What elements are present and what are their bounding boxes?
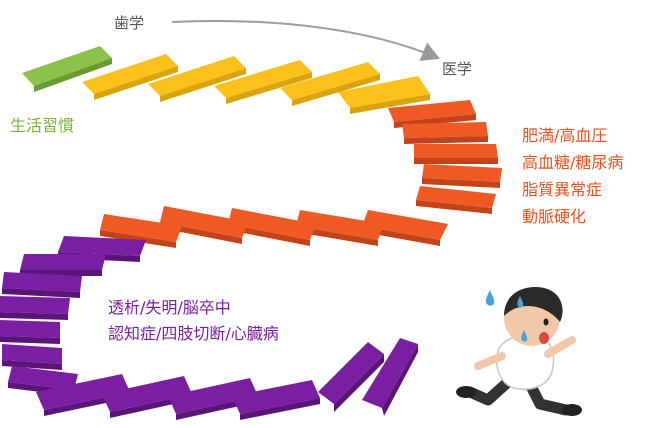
domino-purple xyxy=(36,374,130,410)
domino-orange xyxy=(296,210,384,240)
domino-orange-side xyxy=(296,226,378,246)
label-metabolic-conditions: 肥満/高血圧 高血糖/糖尿病 脂質異常症 動脈硬化 xyxy=(522,122,623,230)
domino-yellow xyxy=(82,54,178,94)
domino-orange-side xyxy=(416,200,492,214)
domino-orange-side xyxy=(414,158,498,164)
domino-yellow xyxy=(148,56,246,96)
domino-yellow-side xyxy=(160,68,246,102)
domino-purple-standing xyxy=(362,338,418,408)
person-eye xyxy=(543,318,549,326)
condition-line: 認知症/四肢切断/心臓病 xyxy=(108,324,279,343)
domino-purple-side xyxy=(2,360,62,370)
domino-yellow xyxy=(214,60,312,98)
domino-purple-side xyxy=(240,398,320,420)
domino-yellow-side xyxy=(94,66,178,100)
person-leg-right xyxy=(524,378,572,416)
person-mouth xyxy=(539,332,549,344)
sweat-drop-icon xyxy=(517,296,524,308)
domino-purple-side xyxy=(0,336,60,344)
condition-line: 肥満/高血圧 xyxy=(522,126,608,145)
domino-curve-right xyxy=(388,100,502,214)
domino-purple xyxy=(102,376,192,412)
domino-orange xyxy=(416,186,496,208)
domino-green-side xyxy=(34,58,112,92)
domino-orange xyxy=(100,214,182,242)
sweat-drop-icon xyxy=(521,330,528,342)
domino-purple-standing-side xyxy=(382,344,418,416)
person-shoe-right xyxy=(562,404,582,416)
domino-orange xyxy=(362,210,448,240)
domino-purple xyxy=(58,236,146,256)
domino-purple xyxy=(168,378,258,414)
condition-line: 透析/失明/脳卒中 xyxy=(108,298,231,317)
domino-yellow-side xyxy=(292,74,380,106)
person-leg-left xyxy=(464,376,514,406)
person-hair xyxy=(504,287,563,322)
domino-yellow xyxy=(338,76,430,108)
domino-purple-side xyxy=(0,312,68,320)
condition-line: 高血糖/糖尿病 xyxy=(522,153,624,172)
domino-purple xyxy=(2,272,82,292)
person-shoe-left xyxy=(456,386,476,398)
domino-purple xyxy=(2,344,62,364)
domino-purple xyxy=(8,366,78,390)
domino-orange xyxy=(160,206,248,238)
condition-line: 脂質異常症 xyxy=(522,180,603,199)
domino-purple-tipping-side xyxy=(334,354,384,412)
domino-yellow xyxy=(280,62,380,100)
domino-row-middle xyxy=(100,206,448,248)
progress-arrow xyxy=(171,19,440,61)
condition-line: 動脈硬化 xyxy=(522,207,587,226)
domino-purple xyxy=(20,254,106,270)
domino-purple xyxy=(0,320,60,338)
label-severe-conditions: 透析/失明/脳卒中 認知症/四肢切断/心臓病 xyxy=(108,295,279,347)
domino-row-bottom xyxy=(36,338,418,420)
sweat-drop-icon xyxy=(485,290,495,306)
label-dental-science: 歯学 xyxy=(114,14,145,32)
domino-orange xyxy=(422,164,502,182)
domino-orange-side xyxy=(422,178,500,188)
label-lifestyle-habits: 生活習慣 xyxy=(10,116,75,135)
domino-purple-side xyxy=(2,288,80,298)
person-arm-right xyxy=(544,336,576,358)
domino-curve-left xyxy=(0,236,146,396)
domino-orange-side xyxy=(362,226,440,246)
domino-orange-side xyxy=(100,230,176,248)
domino-green xyxy=(22,46,112,86)
domino-orange-side xyxy=(404,136,488,144)
domino-yellow-side xyxy=(350,94,430,114)
fleeing-person-icon xyxy=(456,287,582,416)
domino-orange xyxy=(402,122,488,138)
person-arm-left xyxy=(474,352,506,370)
domino-orange xyxy=(388,100,476,122)
domino-orange xyxy=(414,144,498,158)
domino-yellow-side xyxy=(226,72,312,104)
domino-purple xyxy=(232,380,320,414)
domino-row-top xyxy=(22,46,430,114)
domino-orange-side xyxy=(228,224,310,246)
domino-purple xyxy=(0,296,70,314)
label-medical-science: 医学 xyxy=(442,60,473,78)
domino-purple-tipping xyxy=(318,342,384,404)
domino-orange xyxy=(228,208,316,240)
